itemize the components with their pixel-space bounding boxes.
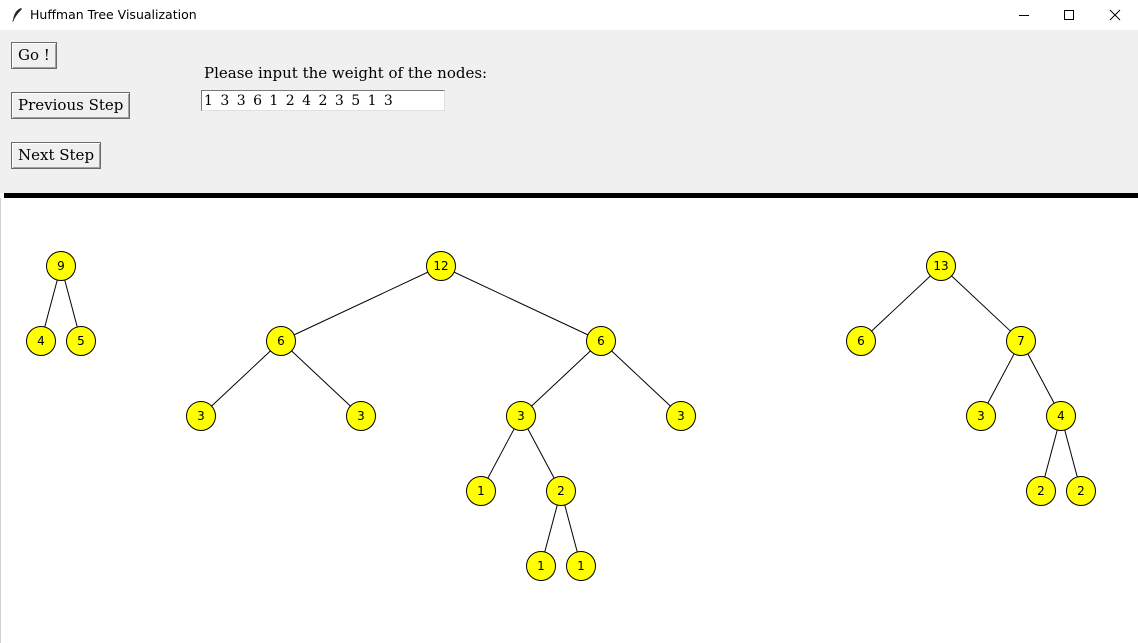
tree-node-circle <box>1046 401 1076 431</box>
tree-node-circle <box>926 251 956 281</box>
minimize-button[interactable] <box>1001 0 1047 30</box>
tree-node: 9 <box>46 251 76 281</box>
tree-node-circle <box>466 476 496 506</box>
tree-node-circle <box>666 401 696 431</box>
go-button[interactable]: Go ! <box>11 42 57 69</box>
panel-divider <box>4 193 1138 198</box>
tree-node-circle <box>566 551 596 581</box>
tree-node: 3 <box>346 401 376 431</box>
tree-node: 7 <box>1006 326 1036 356</box>
feather-icon <box>12 8 22 22</box>
tree-node-circle <box>346 401 376 431</box>
tree-node: 1 <box>566 551 596 581</box>
tree-node-circle <box>1006 326 1036 356</box>
tree-edge <box>200 340 282 417</box>
close-button[interactable] <box>1092 0 1138 30</box>
tree-node: 6 <box>846 326 876 356</box>
tree-node-label: 6 <box>857 334 865 348</box>
tree-node-label: 4 <box>37 334 45 348</box>
tree-node-circle <box>1026 476 1056 506</box>
tree-node-label: 7 <box>1017 334 1025 348</box>
tree-node-circle <box>1066 476 1096 506</box>
tree-node-label: 1 <box>577 559 585 573</box>
tree-node: 3 <box>966 401 996 431</box>
previous-step-button[interactable]: Previous Step <box>11 92 131 119</box>
tree-edge <box>440 265 602 342</box>
tree-node: 5 <box>66 326 96 356</box>
tree-edge <box>860 265 942 342</box>
tree-node-circle <box>66 326 96 356</box>
tree-node-label: 1 <box>477 484 485 498</box>
window-title: Huffman Tree Visualization <box>30 7 197 22</box>
tree-node-circle <box>586 326 616 356</box>
tree-node-label: 12 <box>433 259 448 273</box>
control-panel: Go ! Previous Step Next Step Please inpu… <box>0 30 1138 193</box>
tree-node-label: 3 <box>517 409 525 423</box>
tree-node: 6 <box>266 326 296 356</box>
tree-node: 13 <box>926 251 956 281</box>
tree-node-circle <box>846 326 876 356</box>
tree-node: 3 <box>666 401 696 431</box>
tree-node: 2 <box>546 476 576 506</box>
tree-node-circle <box>506 401 536 431</box>
tree-node-circle <box>46 251 76 281</box>
tree-edge <box>940 265 1022 342</box>
tree-node: 2 <box>1066 476 1096 506</box>
minimize-icon <box>1019 15 1029 16</box>
tree-node: 4 <box>26 326 56 356</box>
tree-edge <box>520 340 602 417</box>
tree-node: 1 <box>466 476 496 506</box>
tree-node-label: 3 <box>197 409 205 423</box>
tree-node-circle <box>426 251 456 281</box>
tree-node-label: 2 <box>557 484 565 498</box>
tree-node: 12 <box>426 251 456 281</box>
tree-node-circle <box>186 401 216 431</box>
maximize-icon <box>1064 10 1074 20</box>
weights-input[interactable] <box>201 90 445 111</box>
tree-node-label: 2 <box>1037 484 1045 498</box>
tree-node-label: 13 <box>933 259 948 273</box>
tree-node-label: 6 <box>597 334 605 348</box>
tree-node: 2 <box>1026 476 1056 506</box>
canvas-border <box>0 198 1 643</box>
tree-node: 6 <box>586 326 616 356</box>
tree-node: 1 <box>526 551 556 581</box>
tree-node-circle <box>26 326 56 356</box>
tree-node-circle <box>546 476 576 506</box>
tree-node-label: 9 <box>57 259 65 273</box>
close-icon <box>1109 9 1121 21</box>
tree-node-circle <box>966 401 996 431</box>
tree-node-label: 6 <box>277 334 285 348</box>
weights-prompt-label: Please input the weight of the nodes: <box>204 64 488 82</box>
tree-node-label: 1 <box>537 559 545 573</box>
tree-node-label: 3 <box>357 409 365 423</box>
next-step-button[interactable]: Next Step <box>11 142 102 169</box>
tree-node-label: 3 <box>977 409 985 423</box>
tree-edge <box>280 340 362 417</box>
tree-node-circle <box>526 551 556 581</box>
title-bar: Huffman Tree Visualization <box>0 0 1138 30</box>
tree-node-label: 4 <box>1057 409 1065 423</box>
tree-node-circle <box>266 326 296 356</box>
tree-node-label: 3 <box>677 409 685 423</box>
tree-node: 3 <box>186 401 216 431</box>
tree-edge <box>280 265 442 342</box>
tree-node: 3 <box>506 401 536 431</box>
tree-node-label: 2 <box>1077 484 1085 498</box>
tree-node-label: 5 <box>77 334 85 348</box>
tree-node: 4 <box>1046 401 1076 431</box>
tree-edge <box>600 340 682 417</box>
maximize-button[interactable] <box>1046 0 1092 30</box>
